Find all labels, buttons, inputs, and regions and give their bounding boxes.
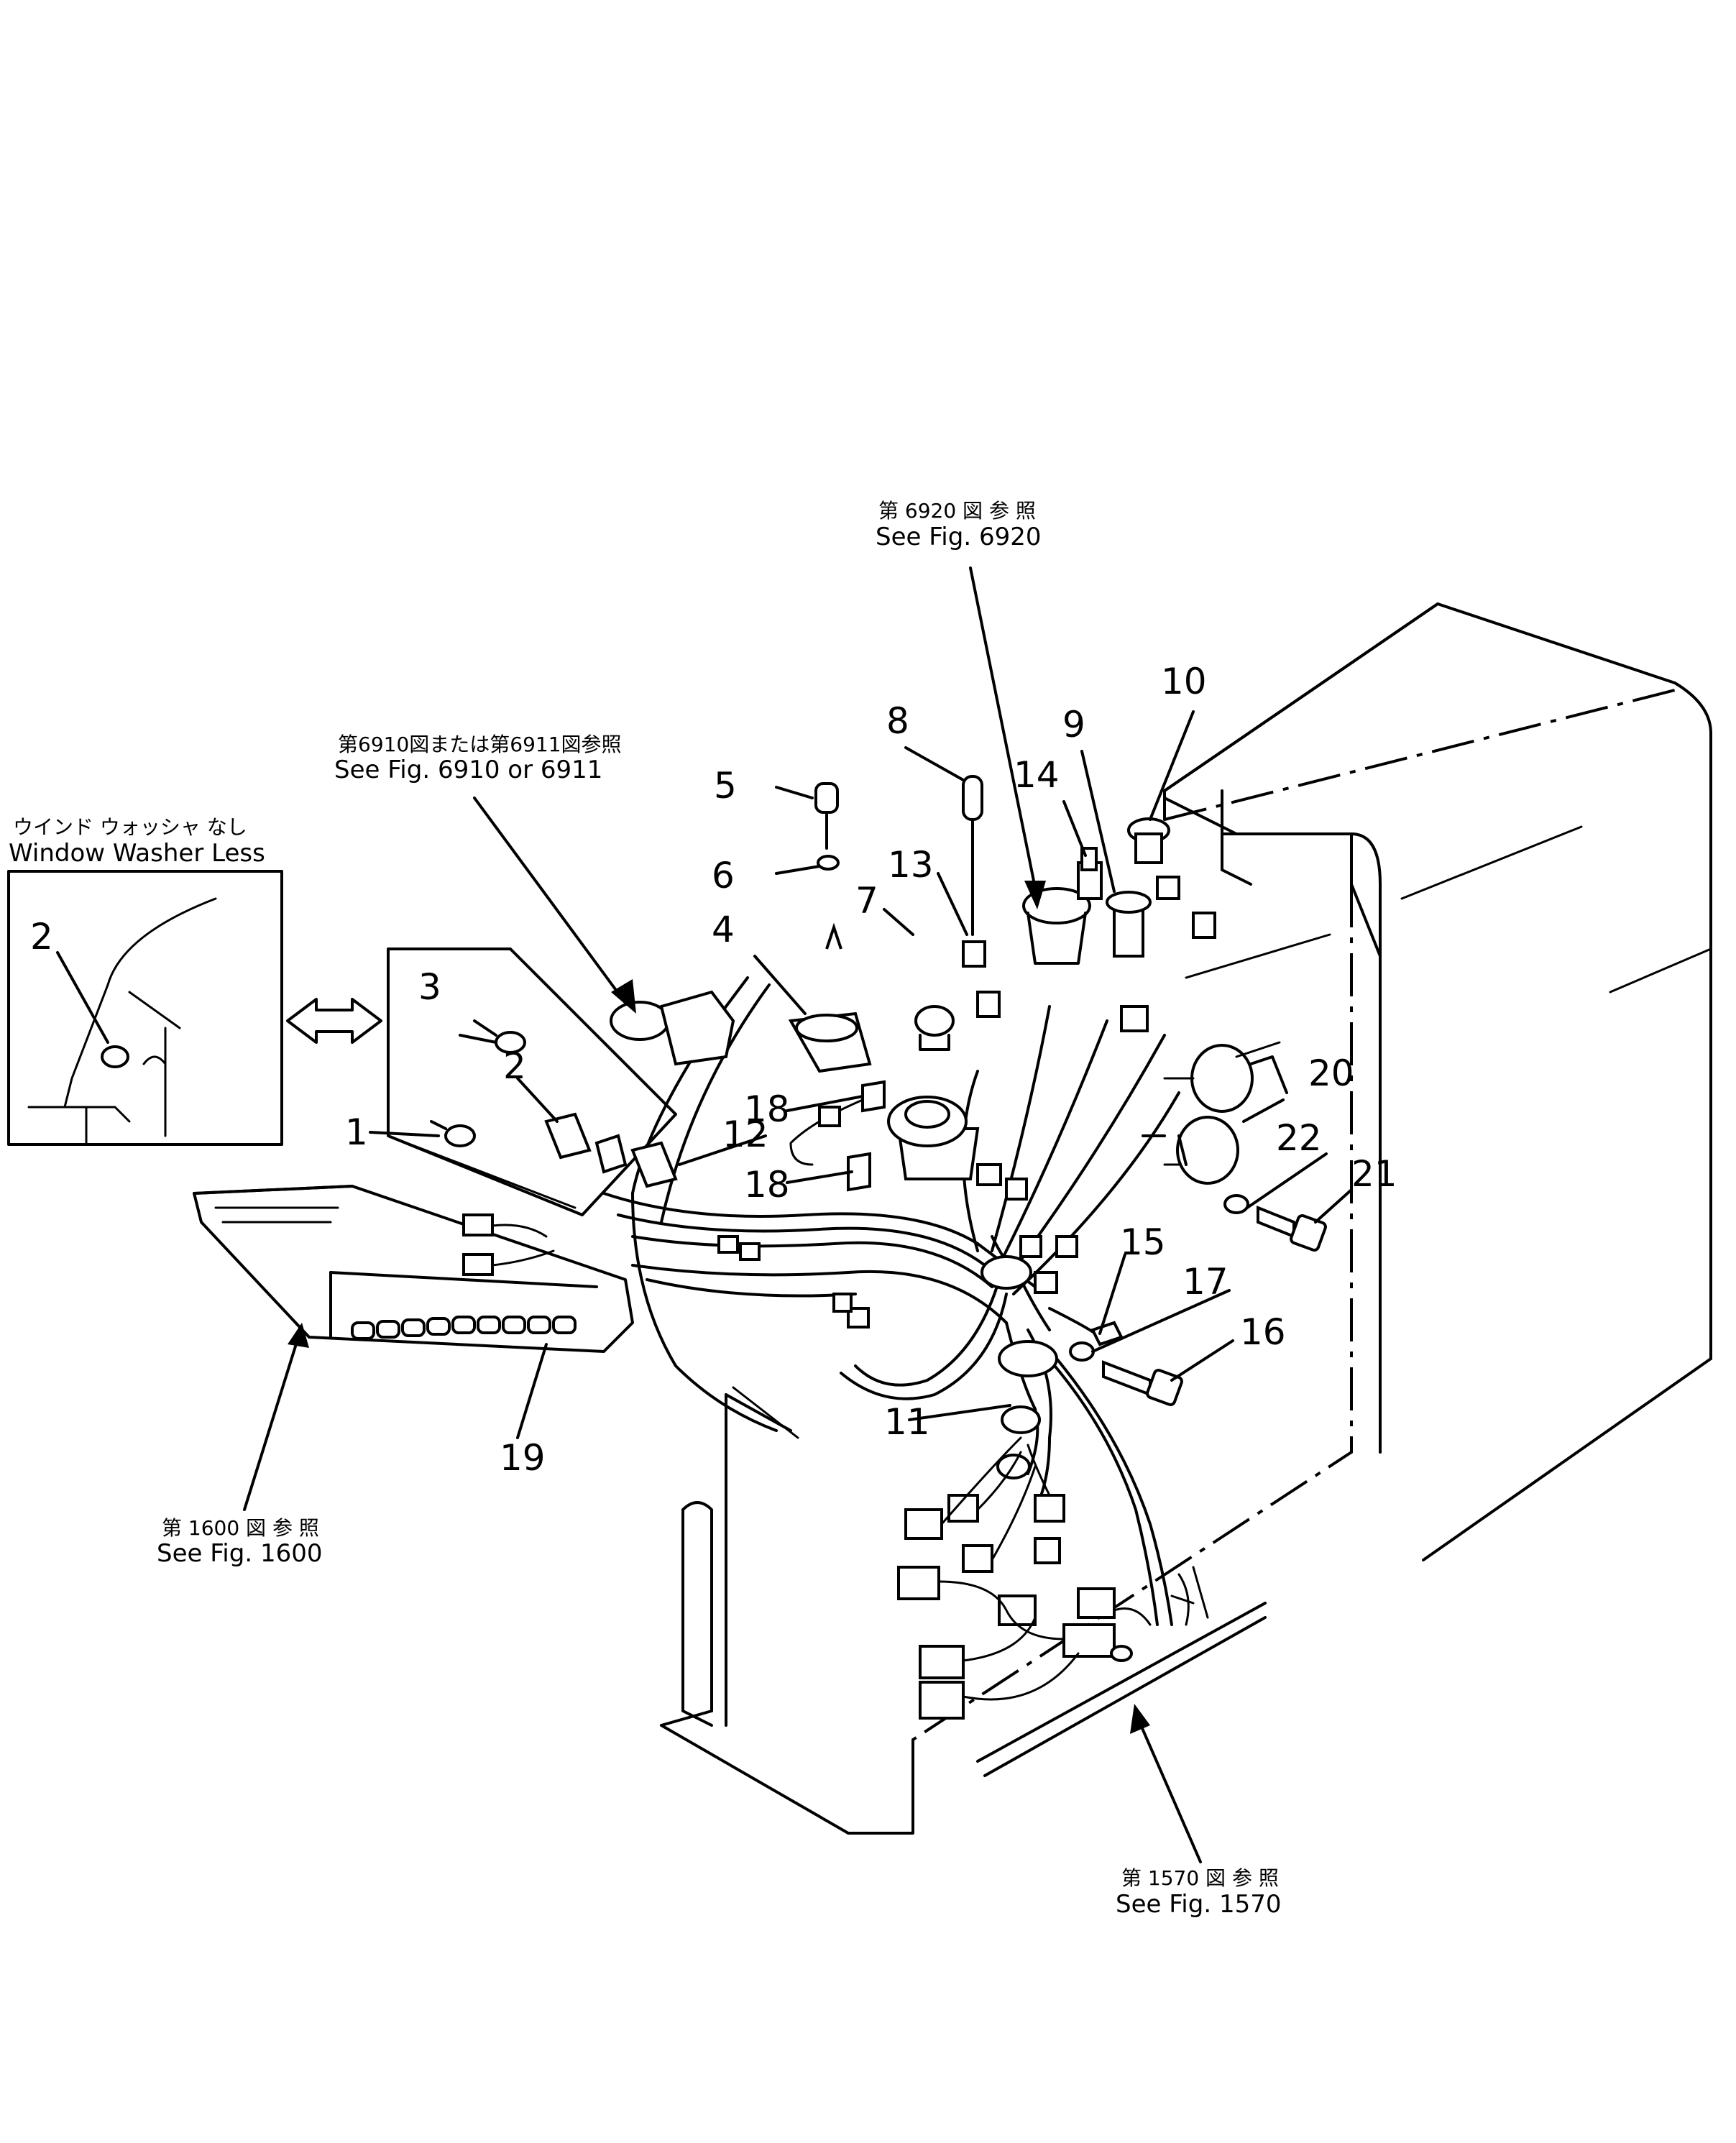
- part-13-switch: [962, 940, 986, 968]
- reference-labels: 第 6920 図 参 照 See Fig. 6920 第6910図または第691…: [9, 499, 1281, 1919]
- callout-13: 13: [888, 844, 934, 886]
- callout-15: 15: [1120, 1221, 1166, 1263]
- callout-2: 2: [503, 1045, 526, 1087]
- console-pedestal: [660, 1386, 914, 1835]
- harness-clip: [980, 1255, 1032, 1290]
- callout-18b: 18: [744, 1164, 790, 1206]
- part-16-bolt: [1102, 1360, 1152, 1397]
- ref-1600-ja: 第 1600 図 参 照: [162, 1516, 319, 1540]
- relay-block: [1034, 1494, 1065, 1523]
- callout-10: 10: [1161, 661, 1207, 702]
- harness-clamp: [998, 1340, 1058, 1377]
- reference-arrows: [243, 566, 1202, 1863]
- ref-1570-ja: 第 1570 図 参 照: [1121, 1866, 1279, 1890]
- cab-frame: [911, 602, 1712, 1741]
- relay-block: [1062, 1623, 1116, 1658]
- ref-1570-en: See Fig. 1570: [1116, 1890, 1281, 1919]
- harness-band: [1001, 1405, 1041, 1434]
- console-connector: [462, 1213, 494, 1236]
- relay-block: [998, 1594, 1037, 1626]
- relay-block: [962, 1544, 993, 1573]
- window-washer-ja: ウインド ウォッシャ なし: [13, 815, 247, 839]
- callout-11: 11: [884, 1401, 930, 1443]
- part-12-switch: [630, 1141, 678, 1188]
- wiring-harness: [602, 976, 1180, 1626]
- switch-parts: [430, 775, 1216, 1346]
- callout-4: 4: [712, 909, 735, 950]
- lower-connectors: [897, 1436, 1267, 1777]
- callout-6: 6: [712, 855, 735, 896]
- part-18-clip-b: [847, 1152, 871, 1192]
- switch-panel: [387, 947, 677, 1216]
- callout-17: 17: [1182, 1261, 1228, 1303]
- window-washer-en: Window Washer Less: [9, 839, 265, 868]
- callout-5: 5: [714, 765, 737, 807]
- part-13-connector: [976, 991, 1001, 1018]
- relay-block: [1077, 1587, 1116, 1619]
- connector: [1120, 1005, 1149, 1032]
- warning-lamp-20b: [1176, 1116, 1239, 1185]
- callout-20: 20: [1308, 1052, 1354, 1094]
- ref-6920-en: See Fig. 6920: [876, 523, 1041, 551]
- callout-9: 9: [1062, 704, 1085, 745]
- part-6910-switch: [610, 1001, 670, 1041]
- ref-6910-en: See Fig. 6910 or 6911: [334, 756, 602, 784]
- window-washer-inset: [7, 870, 283, 1146]
- part-5: [825, 922, 842, 950]
- callout-22: 22: [1276, 1117, 1322, 1159]
- leader-lines: [56, 710, 1353, 1439]
- part-6-washer: [817, 855, 840, 871]
- double-arrow: [286, 998, 382, 1044]
- ref-6920-ja: 第 6920 図 参 照: [878, 499, 1036, 523]
- callout-19: 19: [500, 1437, 546, 1479]
- left-console: [193, 1185, 634, 1353]
- part-21-bolt: [1257, 1206, 1295, 1239]
- relay-block: [904, 1508, 943, 1540]
- callout-2-inset: 2: [30, 916, 53, 958]
- ref-1600-en: See Fig. 1600: [157, 1539, 322, 1568]
- callout-8: 8: [886, 700, 909, 742]
- console-connector: [462, 1253, 494, 1276]
- relay-block: [947, 1494, 979, 1523]
- part-2-switch: [544, 1112, 592, 1160]
- console-connector-row: [351, 1316, 577, 1340]
- washer-switch-knob: [101, 1045, 129, 1068]
- ref-6910-ja: 第6910図または第6911図参照: [338, 733, 622, 756]
- part-10-connector: [1156, 876, 1180, 900]
- callout-18: 18: [744, 1088, 790, 1130]
- part-8-knob: [962, 775, 983, 821]
- callout-12: 12: [722, 1114, 768, 1155]
- gauges: [887, 887, 1288, 1185]
- ground-terminal: [1110, 1645, 1133, 1662]
- relay-block: [1034, 1537, 1061, 1564]
- callout-labels: 1 2 3 4 5 6 7 8 9 10 11 12 13 14 15 16 1…: [30, 661, 1397, 1479]
- part-17-washer: [1069, 1341, 1095, 1362]
- part-1-bulb: [444, 1124, 476, 1147]
- part-7-key: [914, 1005, 955, 1037]
- connector: [1192, 912, 1216, 939]
- callout-3: 3: [418, 966, 441, 1008]
- callout-21: 21: [1351, 1153, 1397, 1195]
- callout-1: 1: [345, 1111, 368, 1153]
- callout-14: 14: [1014, 754, 1060, 796]
- part-5-bolt: [814, 782, 839, 814]
- relay-6910: [659, 990, 735, 1066]
- relay-block: [919, 1645, 965, 1679]
- relay-block: [897, 1566, 940, 1600]
- callout-16: 16: [1240, 1311, 1286, 1353]
- callout-7: 7: [855, 880, 878, 922]
- part-22-washer: [1223, 1194, 1249, 1214]
- relay-block: [919, 1681, 965, 1720]
- part-18-clip: [861, 1080, 886, 1113]
